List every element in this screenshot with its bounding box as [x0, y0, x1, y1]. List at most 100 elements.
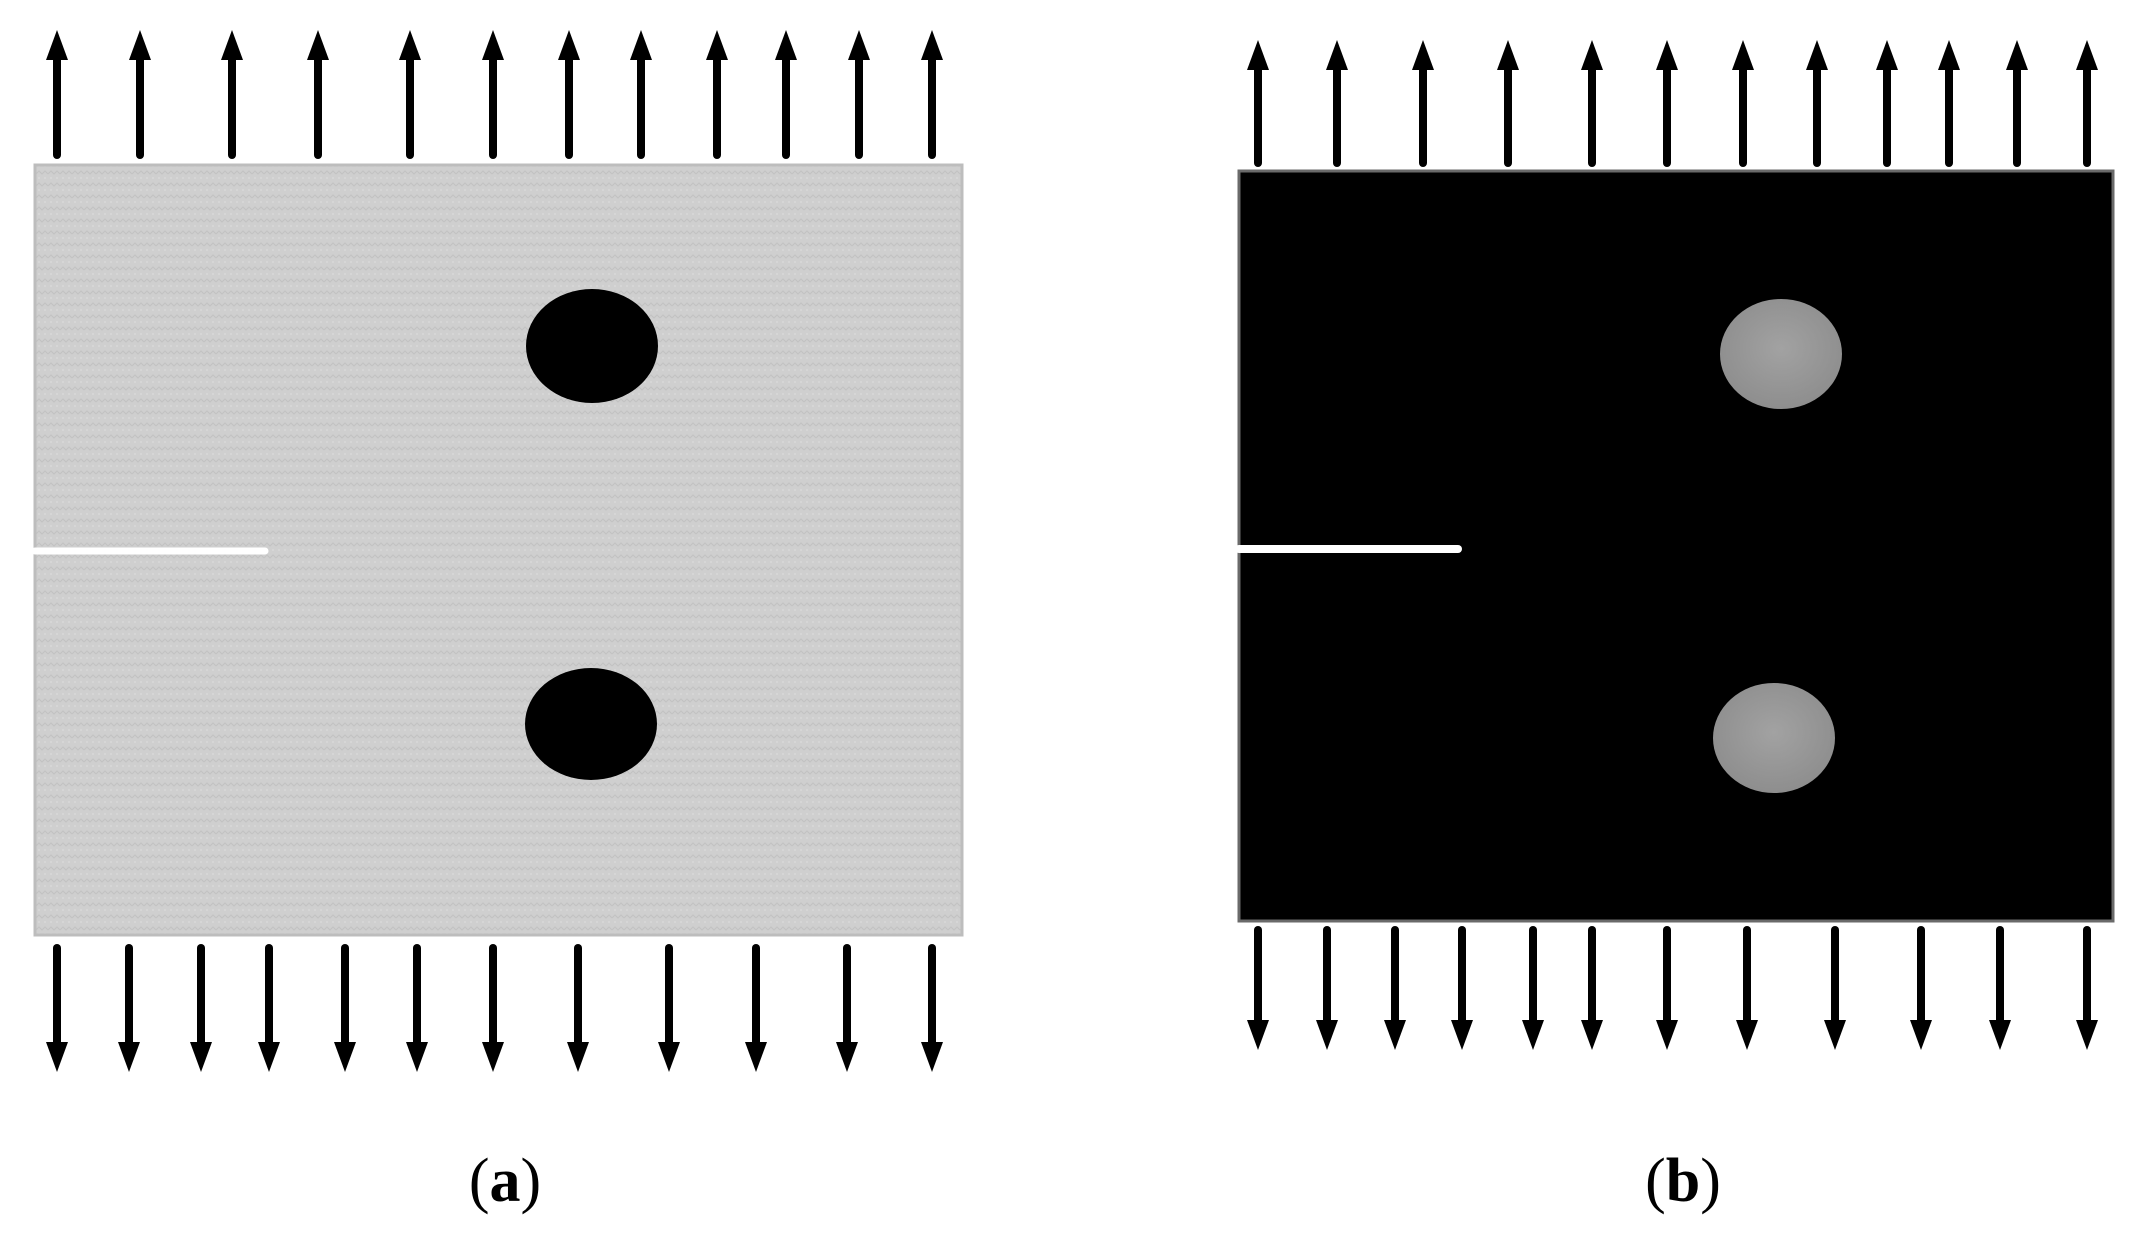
tension-arrow-down-b-5: [1522, 926, 1544, 1050]
tension-arrow-down-a-3: [190, 944, 212, 1072]
arrow-up-head-icon: [558, 30, 580, 60]
arrow-up-head-icon: [399, 30, 421, 60]
tension-arrow-down-a-10: [745, 944, 767, 1072]
tension-arrow-up-a-5: [399, 30, 421, 159]
tension-arrow-down-b-9: [1824, 926, 1846, 1050]
tension-arrow-up-b-3: [1412, 40, 1434, 167]
tension-arrow-up-b-9: [1876, 40, 1898, 167]
arrow-up-head-icon: [706, 30, 728, 60]
tension-arrow-down-a-11: [836, 944, 858, 1072]
arrow-down-head-icon: [1910, 1020, 1932, 1050]
tension-arrow-up-a-2: [129, 30, 151, 159]
tension-arrow-down-b-11: [1989, 926, 2011, 1050]
tension-arrow-up-a-1: [46, 30, 68, 159]
tension-arrow-down-b-10: [1910, 926, 1932, 1050]
arrow-up-head-icon: [1326, 40, 1348, 70]
tension-arrow-up-a-9: [706, 30, 728, 159]
tension-arrow-down-b-6: [1581, 926, 1603, 1050]
tension-arrow-up-a-10: [775, 30, 797, 159]
tension-arrow-up-b-7: [1732, 40, 1754, 167]
tension-arrow-up-a-7: [558, 30, 580, 159]
tension-arrow-down-a-2: [118, 944, 140, 1072]
arrow-up-head-icon: [921, 30, 943, 60]
panel-b: [1235, 40, 2115, 1050]
arrow-up-head-icon: [307, 30, 329, 60]
arrow-down-head-icon: [836, 1042, 858, 1072]
tension-arrow-down-b-8: [1736, 926, 1758, 1050]
arrow-down-head-icon: [2076, 1020, 2098, 1050]
caption-a: (a): [469, 1150, 541, 1212]
arrow-down-head-icon: [482, 1042, 504, 1072]
arrow-down-head-icon: [921, 1042, 943, 1072]
arrow-up-head-icon: [1497, 40, 1519, 70]
arrow-down-head-icon: [1581, 1020, 1603, 1050]
arrow-up-head-icon: [775, 30, 797, 60]
arrow-down-head-icon: [1656, 1020, 1678, 1050]
arrow-down-head-icon: [1522, 1020, 1544, 1050]
arrow-down-head-icon: [1736, 1020, 1758, 1050]
panel-a: [31, 30, 964, 1072]
tension-arrow-down-b-3: [1384, 926, 1406, 1050]
arrow-down-head-icon: [1316, 1020, 1338, 1050]
arrow-up-head-icon: [630, 30, 652, 60]
tension-arrow-up-a-3: [221, 30, 243, 159]
arrow-up-head-icon: [2076, 40, 2098, 70]
tension-arrow-up-b-12: [2076, 40, 2098, 167]
arrow-up-head-icon: [482, 30, 504, 60]
tension-arrow-up-a-11: [848, 30, 870, 159]
tension-arrow-up-a-8: [630, 30, 652, 159]
caption-b-open: (: [1645, 1147, 1666, 1215]
arrow-down-head-icon: [1247, 1020, 1269, 1050]
caption-b: (b): [1645, 1150, 1721, 1212]
tension-arrow-down-a-4: [258, 944, 280, 1072]
arrow-up-head-icon: [1247, 40, 1269, 70]
caption-a-letter: a: [489, 1147, 521, 1215]
arrow-up-head-icon: [1806, 40, 1828, 70]
caption-b-letter: b: [1665, 1147, 1701, 1215]
tension-arrow-down-a-9: [658, 944, 680, 1072]
arrow-up-head-icon: [1732, 40, 1754, 70]
arrow-up-head-icon: [1412, 40, 1434, 70]
arrow-up-head-icon: [1656, 40, 1678, 70]
hole-a-2: [525, 668, 657, 780]
tension-arrow-up-b-1: [1247, 40, 1269, 167]
tension-arrow-down-b-1: [1247, 926, 1269, 1050]
arrow-up-head-icon: [1876, 40, 1898, 70]
tension-arrow-up-b-11: [2006, 40, 2028, 167]
hole-a-1: [526, 289, 658, 403]
tension-arrow-up-b-2: [1326, 40, 1348, 167]
tension-arrow-down-a-8: [567, 944, 589, 1072]
caption-a-close: ): [520, 1147, 542, 1215]
tension-arrow-up-b-4: [1497, 40, 1519, 167]
tension-arrow-up-a-4: [307, 30, 329, 159]
tension-arrow-down-b-7: [1656, 926, 1678, 1050]
arrow-up-head-icon: [2006, 40, 2028, 70]
tension-arrow-up-b-8: [1806, 40, 1828, 167]
arrow-down-head-icon: [1384, 1020, 1406, 1050]
arrow-down-head-icon: [46, 1042, 68, 1072]
arrow-down-head-icon: [118, 1042, 140, 1072]
tension-arrow-down-a-6: [406, 944, 428, 1072]
tension-arrow-up-b-6: [1656, 40, 1678, 167]
arrow-down-head-icon: [745, 1042, 767, 1072]
arrow-down-head-icon: [658, 1042, 680, 1072]
arrow-down-head-icon: [334, 1042, 356, 1072]
arrow-up-head-icon: [129, 30, 151, 60]
tension-arrow-up-b-10: [1938, 40, 1960, 167]
arrow-up-head-icon: [46, 30, 68, 60]
arrow-down-head-icon: [258, 1042, 280, 1072]
tension-arrow-down-a-1: [46, 944, 68, 1072]
arrow-down-head-icon: [1989, 1020, 2011, 1050]
arrow-down-head-icon: [190, 1042, 212, 1072]
arrow-up-head-icon: [1938, 40, 1960, 70]
arrow-up-head-icon: [848, 30, 870, 60]
tension-arrow-up-b-5: [1581, 40, 1603, 167]
tension-arrow-down-a-5: [334, 944, 356, 1072]
arrow-down-head-icon: [567, 1042, 589, 1072]
tension-arrow-down-a-12: [921, 944, 943, 1072]
arrow-down-head-icon: [406, 1042, 428, 1072]
tension-arrow-up-a-12: [921, 30, 943, 159]
caption-b-close: ): [1700, 1147, 1721, 1215]
tension-arrow-down-b-2: [1316, 926, 1338, 1050]
